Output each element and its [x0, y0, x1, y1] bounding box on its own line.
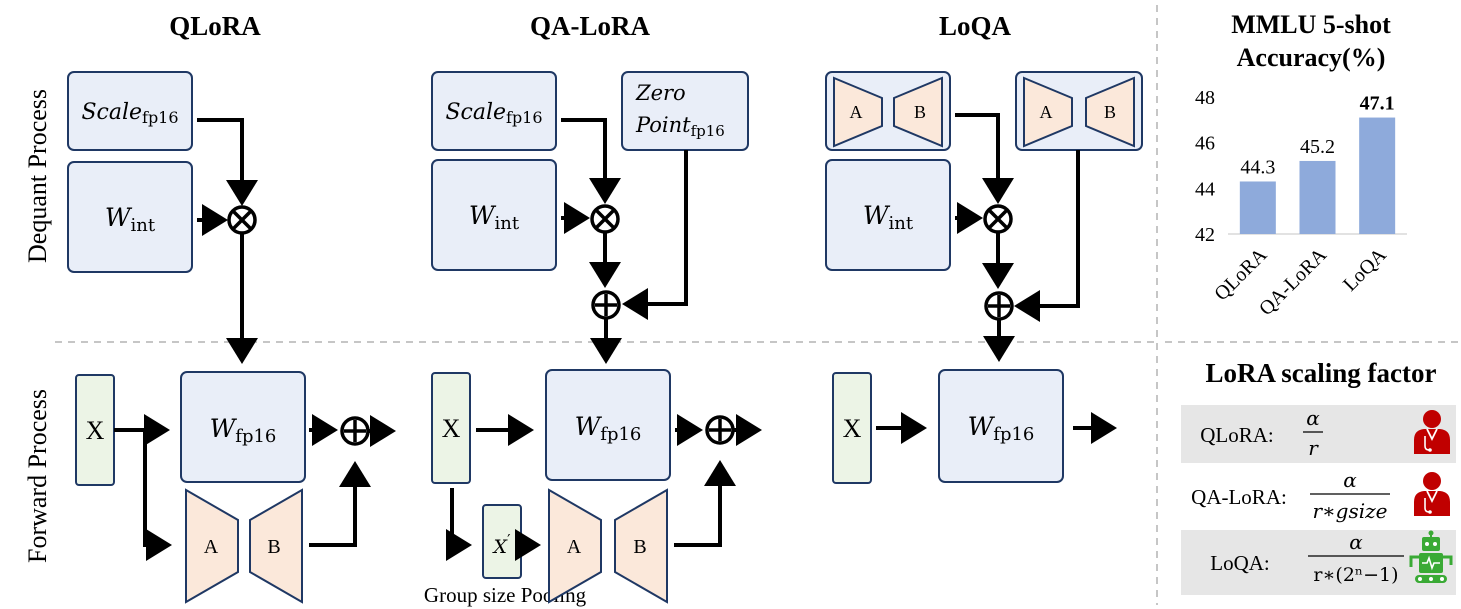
qalora-b-to-plus-wire: [674, 460, 736, 547]
loqa-wfp16-box: [938, 369, 1064, 483]
scaling-row-qalora-den: r∗gsize: [1313, 499, 1388, 523]
qalora-zero-line2: Pointfp16: [635, 113, 725, 140]
qalora-column: QA-LoRA Scalefp16 Zero Pointfp16 Wint: [424, 11, 762, 607]
loqa-zero-a-text: A: [1040, 102, 1053, 122]
qlora-b-text: B: [267, 536, 280, 558]
qlora-b-to-plus-wire: [309, 461, 371, 547]
qlora-add-op: [340, 416, 370, 446]
qlora-lora-a: [185, 488, 239, 604]
red-person-icon: [1414, 410, 1450, 454]
loqa-wint-box: [825, 159, 951, 271]
loqa-zero-b-text: B: [1104, 102, 1116, 122]
forward-process-label: Forward Process: [23, 389, 52, 563]
chart-bar: [1359, 117, 1396, 234]
loqa-column: LoQA A B A B Wint X: [825, 11, 1143, 484]
qalora-x-box: [431, 372, 471, 484]
qlora-wfp16-box: [180, 371, 306, 483]
qlora-scale-box: [67, 71, 193, 151]
y-tick-label: 48: [1195, 87, 1215, 109]
scaling-row-loqa-den: r∗(2ⁿ−1): [1313, 564, 1398, 586]
qalora-add-op: [591, 290, 621, 320]
loqa-zero-lora-b: [1085, 76, 1135, 148]
qalora-title: QA-LoRA: [530, 11, 650, 41]
loqa-wfp16-text: Wfp16: [968, 412, 1035, 445]
qalora-wint-text: Wint: [469, 201, 520, 234]
dequant-process-label: Dequant Process: [23, 89, 52, 263]
qalora-scale-wire: [561, 118, 621, 204]
qalora-lora-a: [548, 488, 602, 604]
green-robot-icon: [1409, 530, 1453, 583]
loqa-scale-lora-a: [833, 76, 883, 148]
scaling-row-qlora-bg: [1181, 405, 1456, 463]
qlora-wfp16-text: Wfp16: [210, 414, 277, 447]
bar-value-label: 44.3: [1240, 156, 1275, 178]
qalora-lora-b: [614, 488, 668, 604]
qalora-wint-box: [431, 159, 557, 271]
chart-bar: [1239, 181, 1276, 234]
scaling-row-qlora-label: QLoRA:: [1200, 423, 1274, 447]
bar-value-label: 47.1: [1360, 93, 1395, 115]
qlora-x-text: X: [86, 416, 105, 445]
mmlu-chart: MMLU 5-shot Accuracy(%) 4244464844.3QLoR…: [1195, 10, 1407, 320]
bar-value-label: 45.2: [1300, 136, 1335, 158]
loqa-scale-lora-b: [893, 76, 943, 148]
qalora-x-to-pool-wire: [446, 488, 472, 561]
loqa-zero-wire: [1014, 150, 1080, 322]
chart-bar: [1299, 160, 1336, 234]
scaling-row-loqa-num: α: [1349, 530, 1363, 554]
scaling-row-qlora-den: r: [1308, 436, 1319, 460]
qalora-scale-text: Scalefp16: [445, 100, 542, 127]
chart-title-line1: MMLU 5-shot: [1231, 10, 1391, 39]
chart-title-line2: Accuracy(%): [1237, 43, 1386, 72]
loqa-wint-text: Wint: [863, 201, 914, 234]
loqa-scale-a-text: A: [850, 102, 863, 122]
loqa-title: LoQA: [939, 11, 1012, 41]
loqa-scale-wire: [955, 113, 1014, 204]
qalora-xprime-text: X′: [492, 531, 512, 558]
qalora-output-add-op: [705, 415, 735, 445]
x-category-label: LoQA: [1339, 244, 1391, 296]
y-tick-label: 42: [1195, 224, 1215, 246]
qalora-x-text: X: [442, 414, 461, 443]
qalora-a-text: A: [567, 536, 582, 558]
loqa-x-box: [832, 372, 872, 484]
qalora-wfp16-text: Wfp16: [575, 412, 642, 445]
scaling-row-qlora-num: α: [1306, 406, 1320, 430]
qalora-zero-wire: [622, 150, 688, 320]
qlora-column: QLoRA Scalefp16 Wint X Wfp16 A B: [67, 11, 396, 604]
qlora-lora-b: [249, 488, 303, 604]
qalora-wfp16-box: [545, 369, 671, 481]
qalora-scale-box: [431, 71, 557, 151]
y-tick-label: 44: [1195, 178, 1215, 200]
scaling-row-loqa-label: LoQA:: [1210, 551, 1270, 575]
qlora-wint-box: [67, 161, 193, 273]
qalora-b-text: B: [633, 536, 646, 558]
scaling-title: LoRA scaling factor: [1206, 358, 1437, 388]
scaling-factor-panel: LoRA scaling factor QLoRA: α r QA-LoRA: …: [1181, 358, 1456, 595]
red-person-icon: [1414, 472, 1450, 516]
qlora-wint-text: Wint: [105, 203, 156, 236]
loqa-x-text: X: [843, 414, 862, 443]
loqa-zero-lora-a: [1023, 76, 1073, 148]
loqa-scale-b-text: B: [914, 102, 926, 122]
y-tick-label: 46: [1195, 133, 1215, 155]
scaling-row-qalora-label: QA-LoRA:: [1191, 485, 1287, 509]
qlora-x-to-a-wire: [143, 430, 172, 561]
qalora-multiply-op: [590, 204, 620, 234]
qlora-scale-wire: [197, 118, 258, 206]
scaling-row-qalora-num: α: [1343, 468, 1357, 492]
loqa-add-op: [984, 291, 1014, 321]
qalora-zero-line1: Zero: [635, 81, 686, 105]
loqa-multiply-op: [983, 204, 1013, 234]
qlora-scale-text: Scalefp16: [81, 100, 178, 127]
qlora-a-text: A: [204, 536, 219, 558]
qlora-multiply-op: [227, 205, 257, 235]
qlora-title: QLoRA: [169, 11, 261, 41]
